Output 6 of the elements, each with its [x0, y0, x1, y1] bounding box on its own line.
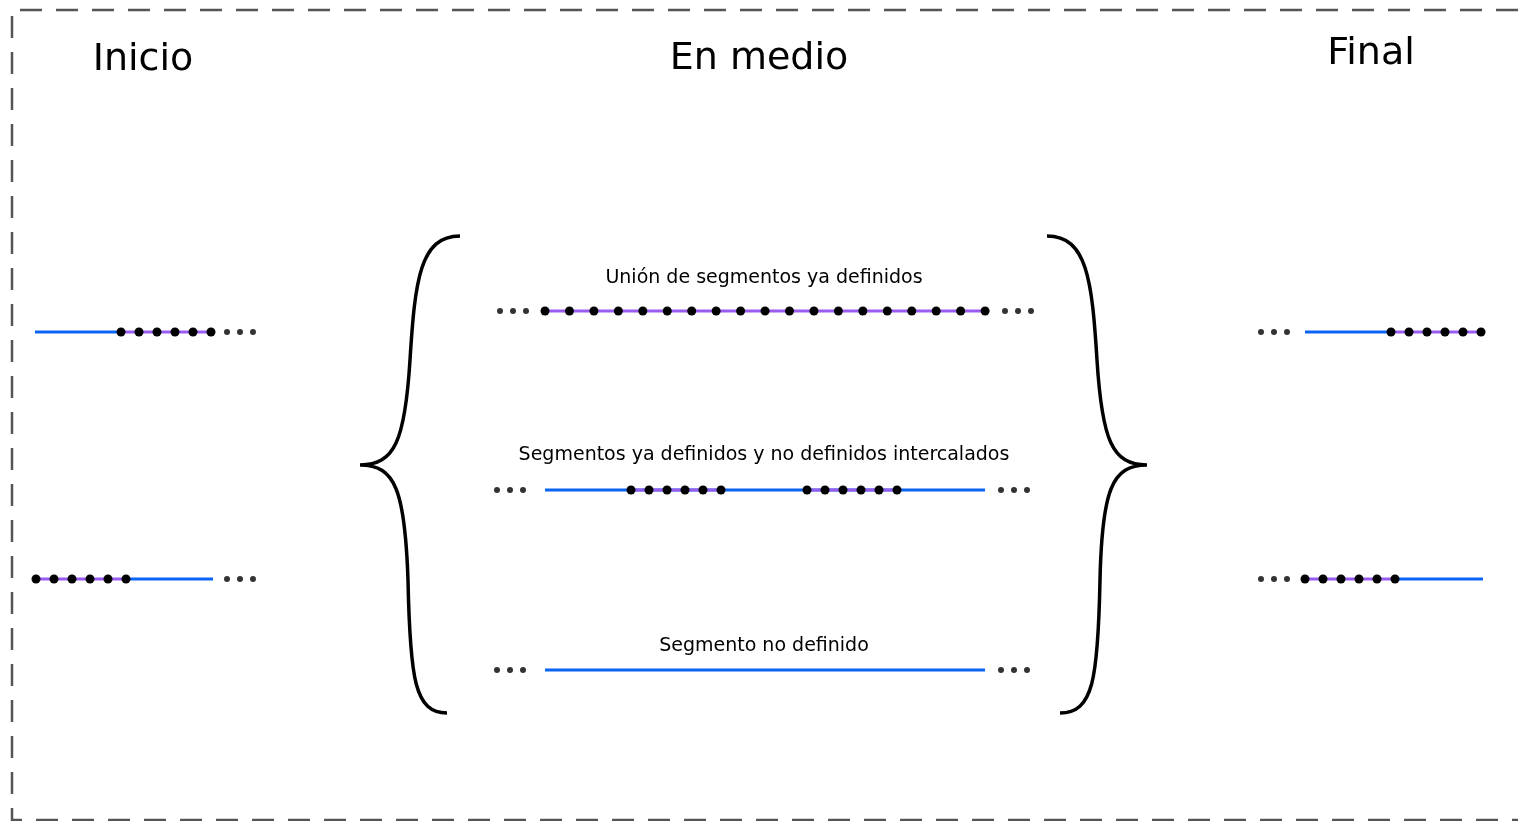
segment-caption: Segmento no definido [659, 634, 869, 656]
segment-caption: Segmentos ya definidos y no definidos intercalados [518, 443, 1010, 465]
section-heading: Inicio [92, 36, 194, 80]
section-heading: En medio [669, 35, 849, 79]
segment-caption: Unión de segmentos ya definidos [605, 266, 923, 288]
section-heading: Final [1327, 30, 1415, 74]
